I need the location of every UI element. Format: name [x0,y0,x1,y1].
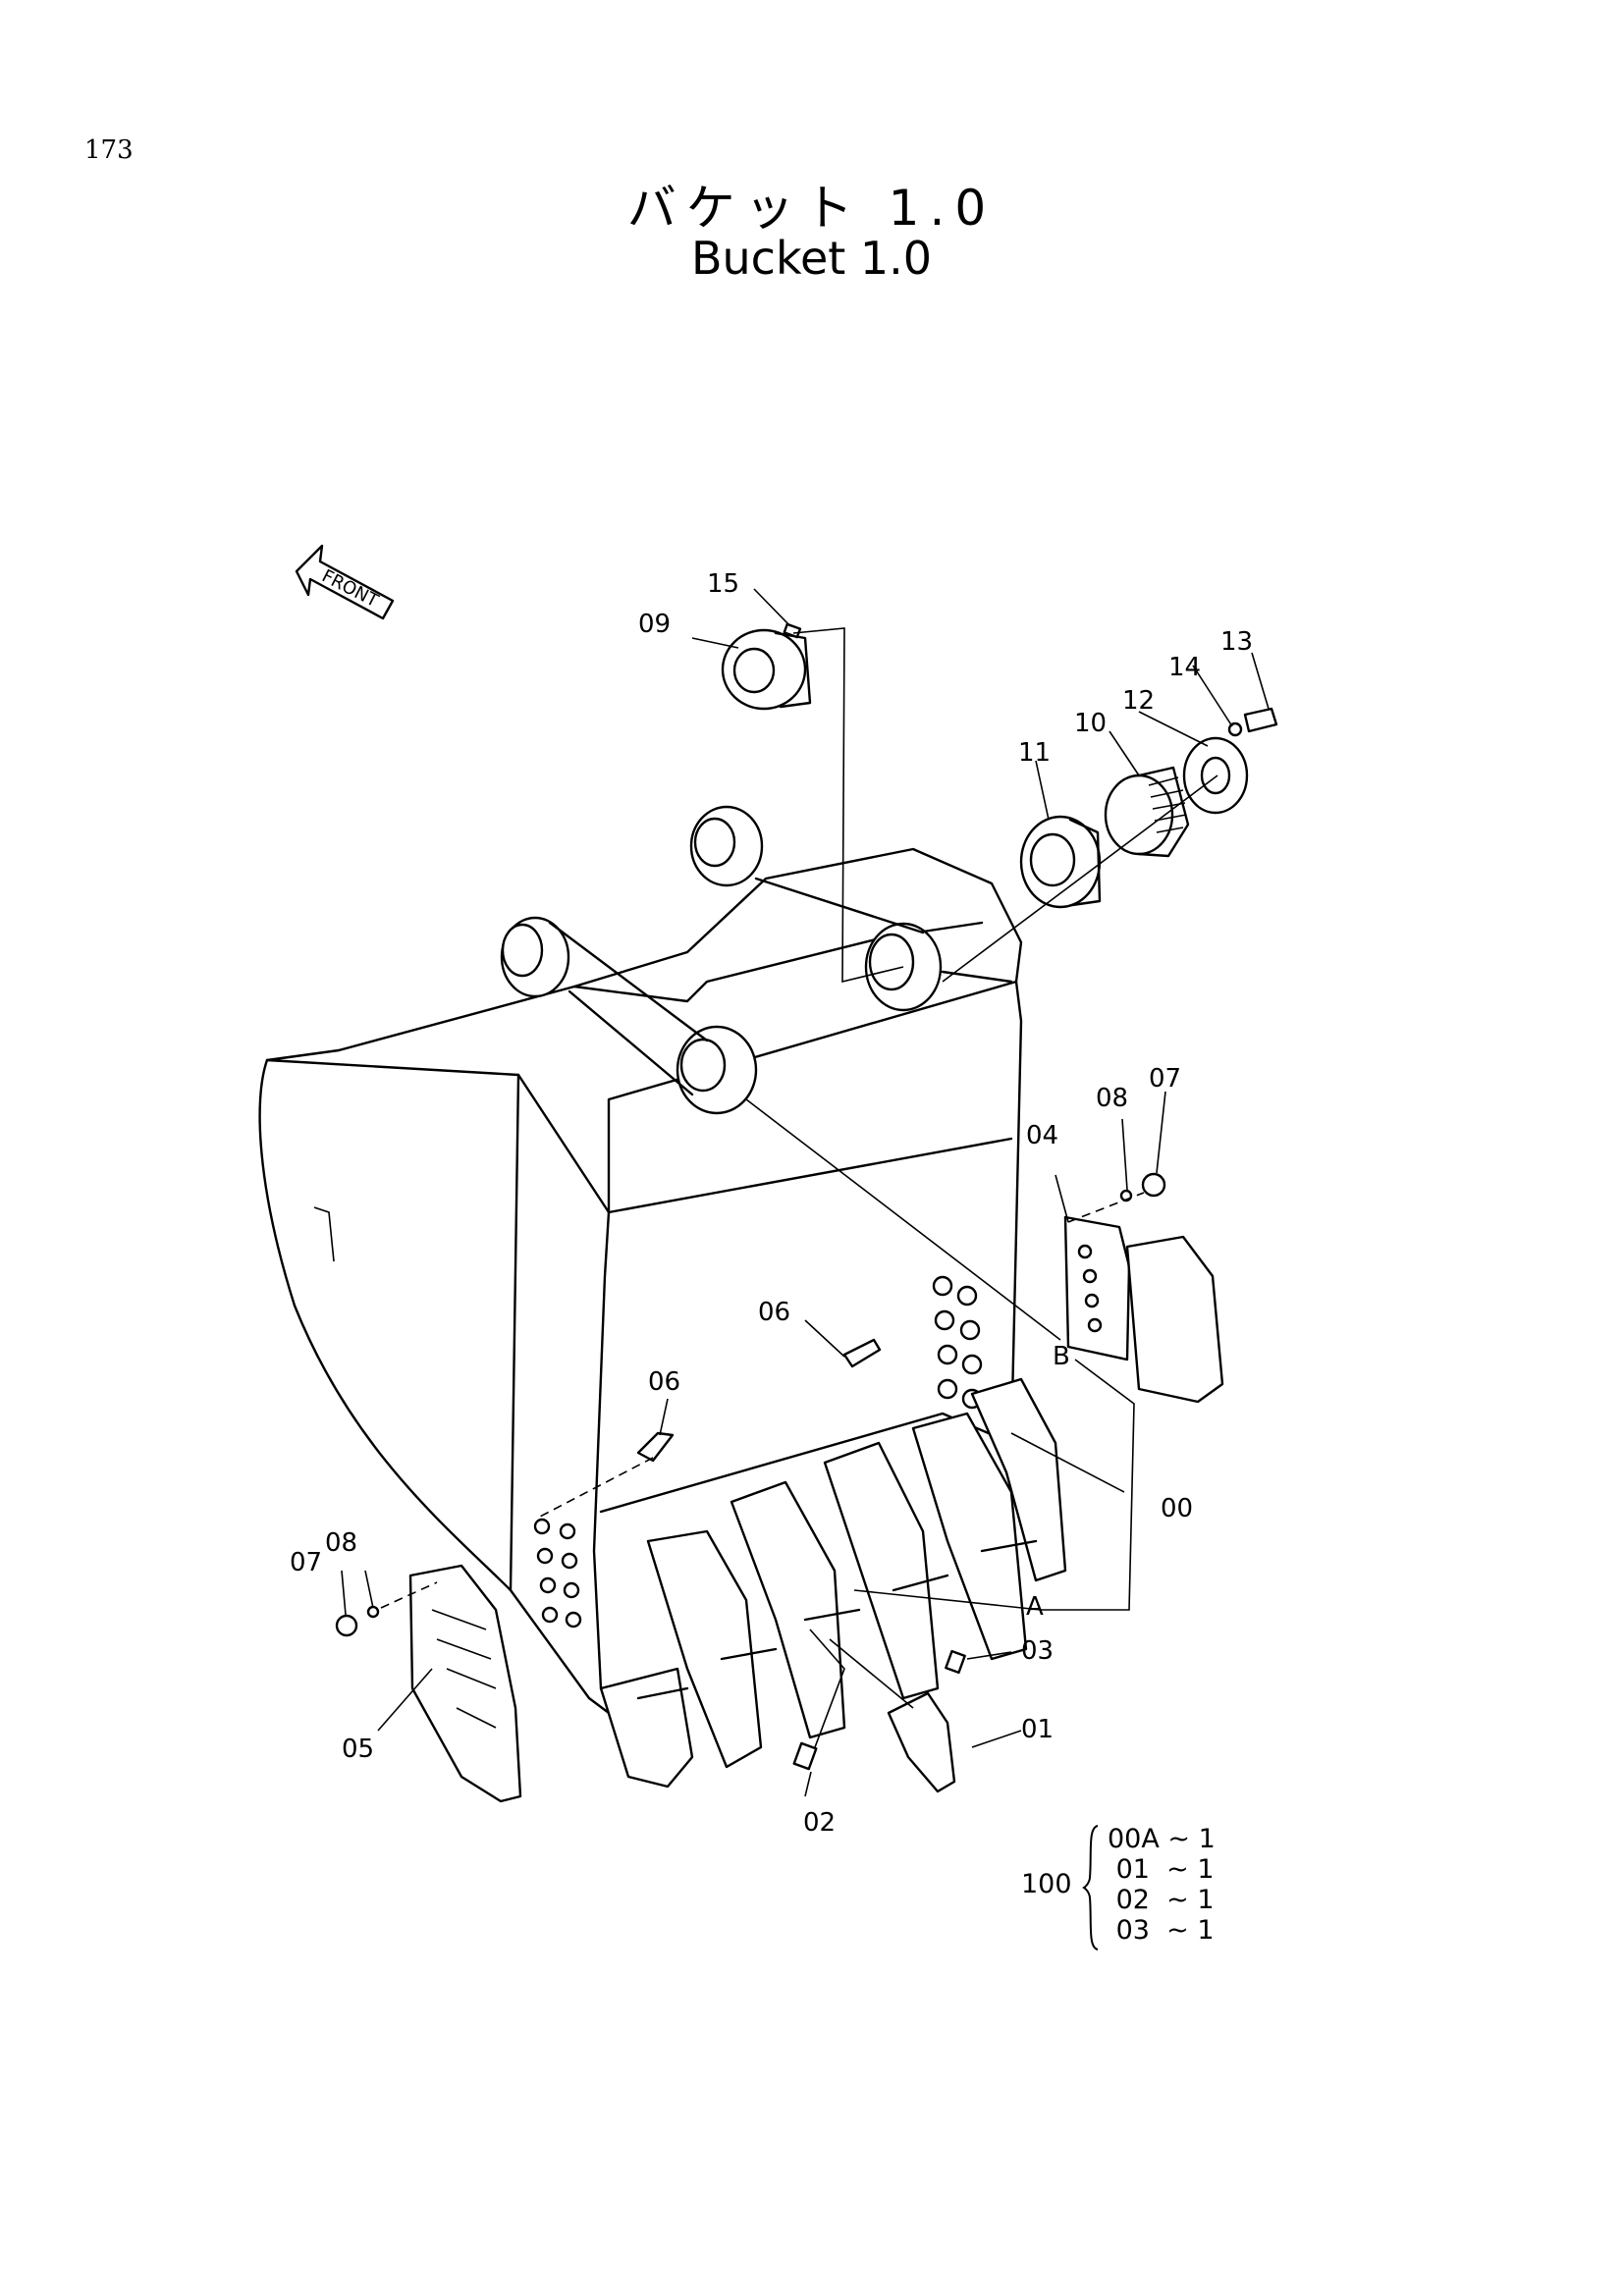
bolt-06-lower [636,1431,675,1463]
pin-02 [792,1741,818,1771]
callout-06-lower: 06 [648,1367,680,1397]
kit-assembly-table: 100 00A ~ 1 01 ~ 1 02 ~ 1 03 ~ 1 [1021,1824,1257,1951]
callout-10: 10 [1074,709,1107,738]
callout-a: A [1026,1592,1044,1622]
callout-06-upper: 06 [758,1298,790,1327]
bolt-06-upper [842,1338,882,1368]
lock-03 [945,1649,966,1675]
callout-01: 01 [1021,1715,1054,1744]
kit-part: 03 [1115,1915,1150,1946]
kit-row: 00A ~ 1 [1108,1824,1216,1854]
callout-04: 04 [1026,1121,1058,1150]
callout-07-right: 07 [1149,1064,1181,1094]
kit-part: 00A [1108,1824,1160,1854]
kit-brace [1082,1825,1099,1950]
callout-15: 15 [707,569,739,599]
seal-ring-11 [1019,815,1102,909]
callout-08-left: 08 [325,1528,357,1558]
nut-07-left [335,1614,358,1637]
callout-08-right: 08 [1096,1084,1128,1113]
kit-list: 00A ~ 1 01 ~ 1 02 ~ 1 03 ~ 1 [1108,1824,1216,1946]
callout-09: 09 [638,610,671,639]
callout-02: 02 [803,1808,836,1838]
bolt-13 [1243,707,1278,733]
side-cutter-right [1063,1215,1224,1404]
shim-spring-10 [1104,766,1190,858]
callout-b: B [1053,1342,1070,1371]
pin-collar-09 [721,628,812,711]
nut-07-right [1141,1172,1166,1198]
kit-row: 02 ~ 1 [1108,1885,1216,1915]
washer-08-left [366,1605,380,1619]
kit-qty: ~ 1 [1166,1915,1215,1946]
bucket-teeth [599,1377,1067,1789]
plate-12 [1182,736,1249,815]
front-label: FRONT [318,565,382,612]
kit-qty: ~ 1 [1166,1885,1215,1915]
callout-11: 11 [1018,738,1051,768]
callout-14: 14 [1168,653,1201,682]
bucket-body [258,805,1033,1730]
kit-part: 01 [1115,1854,1150,1885]
kit-id: 100 [1021,1869,1072,1899]
callout-07-left: 07 [290,1548,322,1577]
callouts: 15 09 13 14 12 10 11 07 08 04 06 B 06 00… [290,569,1253,1838]
callout-13: 13 [1220,627,1253,657]
kit-row: 03 ~ 1 [1108,1915,1216,1946]
kit-row: 01 ~ 1 [1108,1854,1216,1885]
front-direction-arrow: FRONT [295,544,395,620]
page-title-japanese: バケット 1.0 [626,180,997,237]
callout-03: 03 [1021,1636,1054,1666]
kit-qty: ~ 1 [1166,1854,1215,1885]
callout-05: 05 [342,1735,374,1764]
tooth-point-01 [887,1691,956,1793]
page-title-english: Bucket 1.0 [690,232,933,285]
side-cutter-left [408,1564,522,1803]
callout-12: 12 [1122,686,1155,716]
callout-00: 00 [1161,1494,1193,1523]
kit-part: 02 [1115,1885,1150,1915]
leader-lines [341,588,1270,1797]
page-number: 173 [84,135,134,165]
kit-qty: ~ 1 [1167,1824,1216,1854]
